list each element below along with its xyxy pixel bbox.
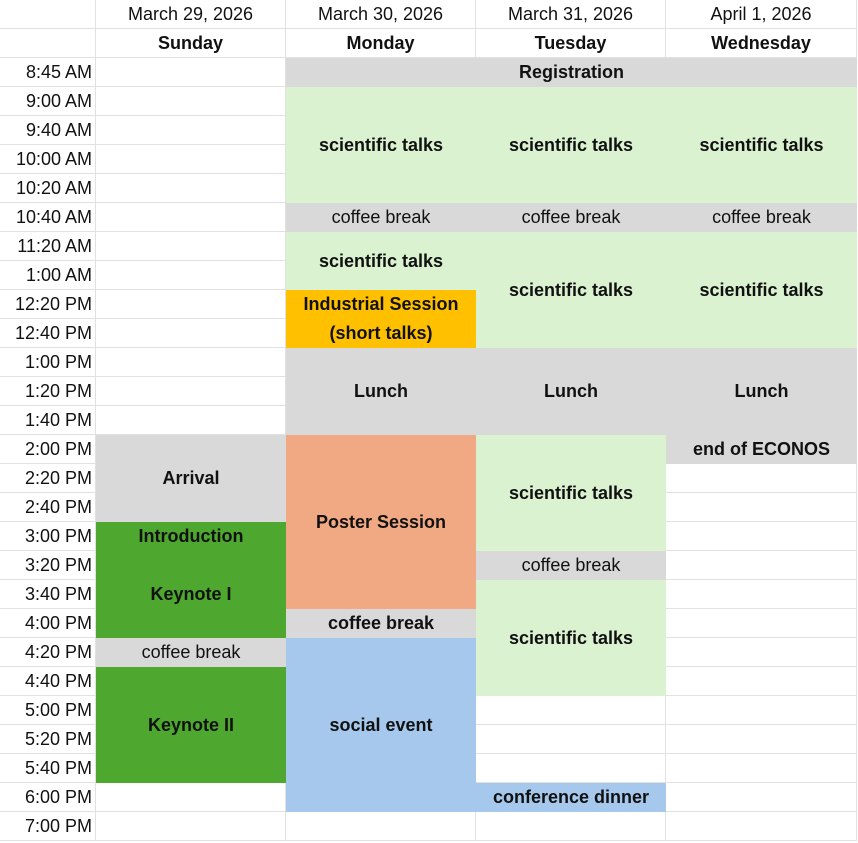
event-block[interactable]: conference dinner: [476, 783, 666, 812]
time-label[interactable]: 2:20 PM: [0, 464, 96, 493]
event-block[interactable]: coffee break: [286, 203, 476, 232]
schedule-cell[interactable]: [96, 406, 286, 435]
time-label[interactable]: 4:40 PM: [0, 667, 96, 696]
event-block[interactable]: Keynote I: [96, 551, 286, 638]
schedule-cell[interactable]: [666, 522, 857, 551]
schedule-cell[interactable]: [96, 87, 286, 116]
time-label[interactable]: 8:45 AM: [0, 58, 96, 87]
schedule-cell[interactable]: [476, 812, 666, 841]
corner-cell[interactable]: [0, 29, 96, 58]
event-block[interactable]: coffee break: [286, 609, 476, 638]
event-block[interactable]: Introduction: [96, 522, 286, 551]
time-label[interactable]: 1:40 PM: [0, 406, 96, 435]
time-label[interactable]: 3:40 PM: [0, 580, 96, 609]
time-label[interactable]: 10:00 AM: [0, 145, 96, 174]
time-label[interactable]: 5:00 PM: [0, 696, 96, 725]
event-block[interactable]: scientific talks: [476, 580, 666, 696]
schedule-cell[interactable]: [286, 812, 476, 841]
event-block[interactable]: scientific talks: [476, 435, 666, 551]
time-label[interactable]: 9:00 AM: [0, 87, 96, 116]
schedule-cell[interactable]: [96, 58, 286, 87]
event-block[interactable]: Keynote II: [96, 667, 286, 783]
time-label[interactable]: 2:40 PM: [0, 493, 96, 522]
event-block[interactable]: Lunch: [286, 348, 476, 435]
event-block[interactable]: social event: [286, 638, 476, 812]
time-label[interactable]: 4:00 PM: [0, 609, 96, 638]
schedule-cell[interactable]: [666, 493, 857, 522]
day-header[interactable]: Tuesday: [476, 29, 666, 58]
event-block[interactable]: end of ECONOS: [666, 435, 857, 464]
schedule-cell[interactable]: [96, 319, 286, 348]
schedule-cell[interactable]: [96, 261, 286, 290]
event-block[interactable]: scientific talks: [286, 232, 476, 290]
time-label[interactable]: 3:00 PM: [0, 522, 96, 551]
schedule-cell[interactable]: [476, 696, 666, 725]
schedule-cell[interactable]: [666, 609, 857, 638]
event-block[interactable]: coffee break: [476, 203, 666, 232]
schedule-cell[interactable]: [666, 638, 857, 667]
schedule-cell[interactable]: [666, 783, 857, 812]
schedule-cell[interactable]: [666, 696, 857, 725]
corner-cell[interactable]: [0, 0, 96, 29]
date-header[interactable]: March 29, 2026: [96, 0, 286, 29]
time-label[interactable]: 1:00 AM: [0, 261, 96, 290]
event-block[interactable]: coffee break: [476, 551, 666, 580]
time-label[interactable]: 10:20 AM: [0, 174, 96, 203]
time-label[interactable]: 7:00 PM: [0, 812, 96, 841]
event-block[interactable]: Lunch: [666, 348, 857, 435]
schedule-cell[interactable]: [666, 580, 857, 609]
schedule-cell[interactable]: [96, 377, 286, 406]
day-header[interactable]: Wednesday: [666, 29, 857, 58]
day-header[interactable]: Sunday: [96, 29, 286, 58]
event-block[interactable]: coffee break: [96, 638, 286, 667]
schedule-cell[interactable]: [666, 551, 857, 580]
time-label[interactable]: 1:20 PM: [0, 377, 96, 406]
event-block[interactable]: scientific talks: [476, 87, 666, 203]
time-label[interactable]: 4:20 PM: [0, 638, 96, 667]
time-label[interactable]: 3:20 PM: [0, 551, 96, 580]
time-label[interactable]: 10:40 AM: [0, 203, 96, 232]
event-block[interactable]: Arrival: [96, 435, 286, 522]
event-block[interactable]: Poster Session: [286, 435, 476, 609]
schedule-cell[interactable]: [96, 348, 286, 377]
schedule-cell[interactable]: [666, 812, 857, 841]
schedule-cell[interactable]: [96, 174, 286, 203]
date-header[interactable]: April 1, 2026: [666, 0, 857, 29]
schedule-cell[interactable]: [96, 290, 286, 319]
time-label[interactable]: 2:00 PM: [0, 435, 96, 464]
date-header[interactable]: March 30, 2026: [286, 0, 476, 29]
time-label[interactable]: 1:00 PM: [0, 348, 96, 377]
schedule-cell[interactable]: [666, 725, 857, 754]
event-block[interactable]: scientific talks: [666, 232, 857, 348]
event-block[interactable]: scientific talks: [476, 232, 666, 348]
time-label[interactable]: 6:00 PM: [0, 783, 96, 812]
time-label[interactable]: 5:20 PM: [0, 725, 96, 754]
event-block[interactable]: Registration: [286, 58, 857, 87]
date-header[interactable]: March 31, 2026: [476, 0, 666, 29]
schedule-cell[interactable]: [96, 232, 286, 261]
time-label[interactable]: 9:40 AM: [0, 116, 96, 145]
time-label[interactable]: 5:40 PM: [0, 754, 96, 783]
time-label[interactable]: 12:40 PM: [0, 319, 96, 348]
schedule-cell[interactable]: [666, 667, 857, 696]
schedule-cell[interactable]: [96, 812, 286, 841]
time-label[interactable]: 11:20 AM: [0, 232, 96, 261]
event-block[interactable]: Industrial Session (short talks): [286, 290, 476, 348]
schedule-cell[interactable]: [96, 203, 286, 232]
event-block[interactable]: scientific talks: [286, 87, 476, 203]
time-label[interactable]: 12:20 PM: [0, 290, 96, 319]
day-header[interactable]: Monday: [286, 29, 476, 58]
schedule-cell[interactable]: [476, 725, 666, 754]
schedule-cell[interactable]: [96, 145, 286, 174]
event-block[interactable]: scientific talks: [666, 87, 857, 203]
event-block[interactable]: Lunch: [476, 348, 666, 435]
schedule-cell[interactable]: [476, 754, 666, 783]
schedule-cell[interactable]: [666, 754, 857, 783]
schedule-cell[interactable]: [96, 116, 286, 145]
schedule-cell[interactable]: [666, 464, 857, 493]
event-block[interactable]: coffee break: [666, 203, 857, 232]
schedule-cell[interactable]: [96, 783, 286, 812]
